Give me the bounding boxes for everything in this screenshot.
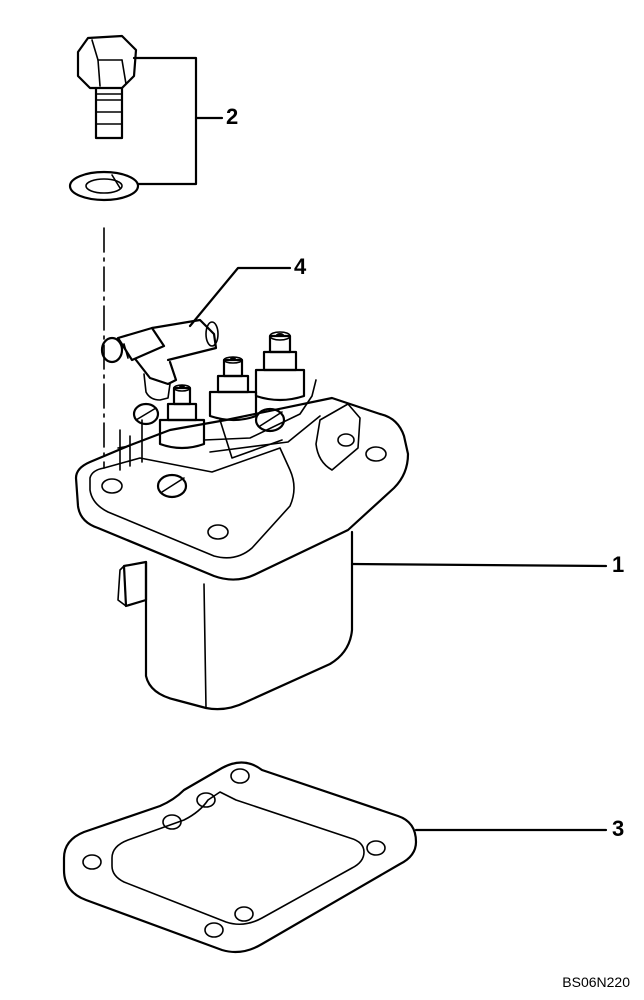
callout-3-label: 3 xyxy=(612,816,625,841)
fuel-fitting-icon xyxy=(100,318,219,401)
washer-icon xyxy=(68,170,140,202)
callout-2-label: 2 xyxy=(226,104,239,129)
drawing-reference-code: BS06N220 xyxy=(562,974,630,990)
callout-4-leader xyxy=(188,266,292,328)
callout-1-label: 1 xyxy=(612,552,625,577)
callout-1-leader xyxy=(350,562,608,568)
gasket-icon xyxy=(62,761,418,954)
callout-4-label: 4 xyxy=(294,254,307,279)
injection-pump-icon xyxy=(74,331,410,711)
callout-2-leader xyxy=(132,56,224,186)
bolt-icon xyxy=(76,34,138,140)
